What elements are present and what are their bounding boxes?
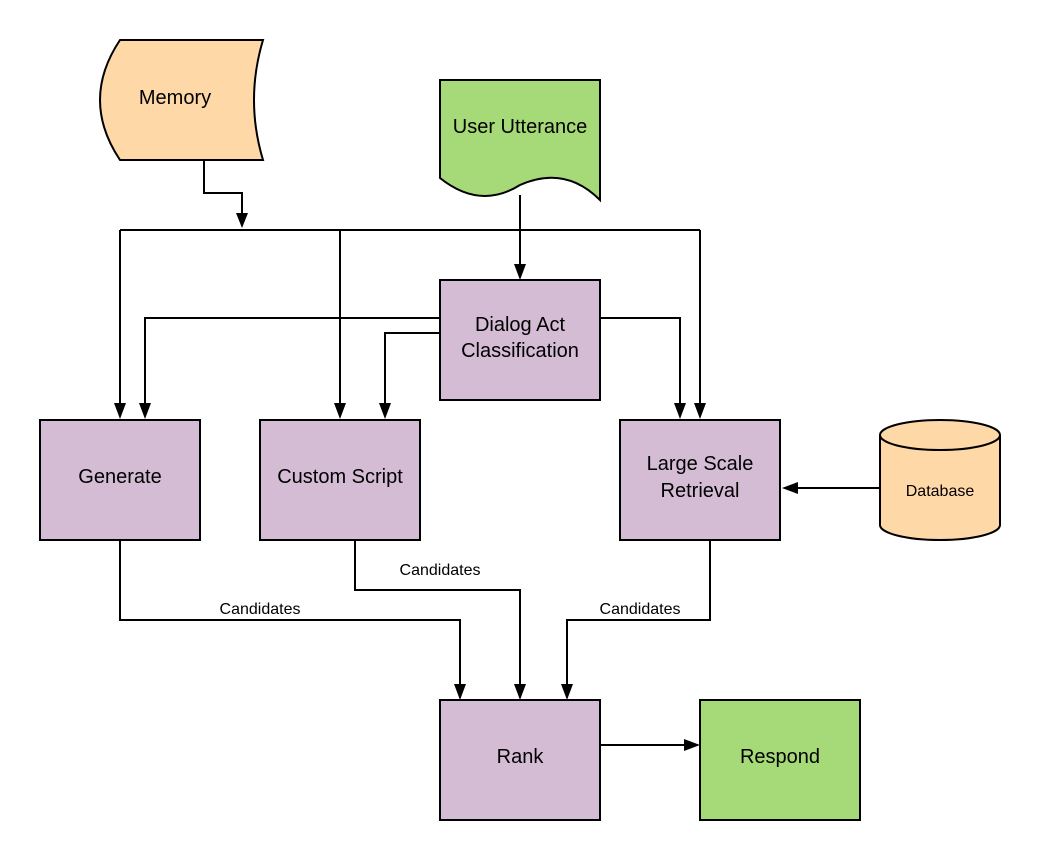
memory-label: Memory (139, 87, 211, 109)
generate-label: Generate (78, 466, 161, 488)
edge-label-custom-candidates: Candidates (400, 562, 481, 579)
edge-database-arrowhead (782, 482, 798, 494)
edge-utterance-arrowhead (514, 264, 526, 280)
generate-node: Generate (39, 419, 201, 541)
user-utterance-node: User Utterance (439, 79, 601, 203)
edge-da-generate-arrowhead (139, 403, 151, 419)
edge-generate-to-rank (119, 540, 461, 686)
retrieval-label-line-1: Large Scale (647, 453, 754, 475)
edge-dialog-act-to-generate (144, 317, 440, 405)
custom-script-label: Custom Script (277, 466, 403, 488)
respond-label: Respond (740, 746, 820, 768)
edge-generate-rank-arrowhead (454, 684, 466, 700)
edge-memory-arrowhead (236, 213, 248, 228)
edge-retrieval-to-rank (566, 540, 711, 686)
edge-bus-retrieval-arrowhead (694, 403, 706, 419)
dialog-act-label-line-1: Dialog Act (475, 314, 565, 336)
edge-rank-respond-arrowhead (684, 739, 700, 751)
edge-da-custom-arrowhead (379, 403, 391, 419)
edge-label-retrieval-candidates: Candidates (600, 601, 681, 618)
dialog-act-label-line-2: Classification (461, 340, 579, 362)
large-scale-retrieval-node: Large Scale Retrieval (619, 419, 781, 541)
edge-label-generate-candidates: Candidates (220, 601, 301, 618)
dialog-act-classification-node: Dialog Act Classification (439, 279, 601, 401)
rank-node: Rank (439, 699, 601, 821)
edge-labels: Candidates Candidates Candidates (220, 562, 681, 618)
database-label: Database (906, 483, 975, 500)
edge-bus-custom-arrowhead (334, 403, 346, 419)
edge-custom-rank-arrowhead (514, 684, 526, 700)
respond-node: Respond (699, 699, 861, 821)
edge-bus-generate-arrowhead (114, 403, 126, 419)
rank-label: Rank (497, 746, 545, 768)
edge-dialog-act-to-custom-script (384, 332, 440, 405)
retrieval-label-line-2: Retrieval (661, 480, 740, 502)
edges (114, 160, 880, 751)
database-node: Database (879, 419, 1001, 541)
edge-dialog-act-to-retrieval (600, 317, 681, 405)
user-utterance-label: User Utterance (453, 116, 588, 138)
edge-memory-to-bus (203, 160, 243, 215)
edge-retrieval-rank-arrowhead (561, 684, 573, 700)
edge-custom-script-to-rank (354, 540, 521, 686)
custom-script-node: Custom Script (259, 419, 421, 541)
edge-da-retrieval-arrowhead (674, 403, 686, 419)
memory-node: Memory (99, 39, 265, 161)
